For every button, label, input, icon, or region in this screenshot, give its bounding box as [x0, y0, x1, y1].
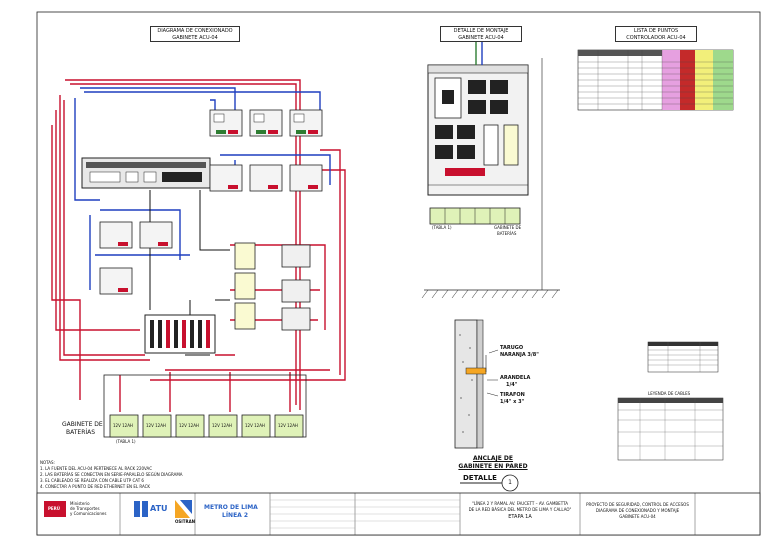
note-2: 2. LAS BATERÍAS SE CONECTAN EN SERIE-PAR… [40, 472, 183, 477]
wiring-diagram [51, 79, 346, 438]
project-line-3: ETAPA 1A [508, 514, 532, 520]
mount-battery-label: GABINETE DE [494, 225, 522, 230]
title-block [36, 492, 761, 536]
callout-tarugo: TARUGO [500, 345, 524, 351]
battery-unit-1: 12V 12AH [113, 423, 133, 428]
anchor-title: ANCLAJE DE [472, 455, 514, 462]
note-3: 3. EL CABLEADO SE REALIZA CON CABLE UTP … [40, 478, 144, 483]
ositran-logo: OSITRAN [175, 519, 196, 524]
ministry-line-2: de Transportes [70, 506, 100, 511]
note-4: 4. CONECTAR A PUNTO DE RED ETHERNET EN E… [40, 484, 151, 489]
callout-tarugo-2: NARANJA 3/8" [500, 352, 539, 358]
project-line-2: DE LA RED BÁSICA DEL METRO DE LIMA Y CAL… [468, 507, 572, 512]
terminal-block [144, 314, 216, 354]
detail-number: 1 [508, 479, 512, 486]
battery-cabinet-label: GABINETE DE [62, 421, 103, 428]
battery-unit-3: 12V 12AH [179, 423, 199, 428]
mounting-detail [421, 40, 560, 299]
points-title: LISTA DE PUNTOS [633, 28, 679, 34]
battery-row [109, 414, 304, 438]
drawing-line-1: PROYECTO DE SEGURIDAD, CONTROL DE ACCESO… [586, 502, 689, 507]
battery-unit-5: 12V 12AH [245, 423, 265, 428]
mount-note-ref: (TABLA 1) [432, 225, 452, 230]
ministry-line-1: Ministerio [70, 501, 90, 506]
cable-legend-table [617, 397, 724, 461]
mount-battery-label-2: BATERÍAS [497, 231, 517, 236]
battery-cabinet-outline [103, 374, 307, 438]
points-title-box: LISTA DE PUNTOS CONTROLADOR ACU-04 [615, 26, 697, 42]
battery-cabinet-label-2: BATERÍAS [66, 429, 96, 436]
io-modules-row-2 [209, 164, 323, 192]
wiring-subtitle: GABINETE ACU-04 [172, 35, 218, 41]
battery-unit-4: 12V 12AH [212, 423, 232, 428]
battery-note-ref: (TABLA 1) [116, 439, 136, 444]
anchor-detail [454, 319, 519, 492]
callout-arandela-2: 1/4" [506, 382, 518, 388]
drawing-line-3: GABINETE ACU-04 [619, 514, 656, 519]
drawing-line-2: DIAGRAMA DE CONEXIONADO Y MONTAJE [595, 508, 680, 513]
wiring-title: DIAGRAMA DE CONEXIONADO [157, 28, 233, 34]
anchor-title-2: GABINETE EN PARED [458, 463, 528, 470]
power-supplies [234, 242, 311, 331]
io-modules-row-1 [209, 109, 323, 137]
points-list-table [577, 49, 734, 111]
notes-title: NOTAS: [40, 460, 55, 465]
callout-arandela: ARANDELA [500, 375, 531, 381]
mount-title-box: DETALLE DE MONTAJE GABINETE ACU-04 [440, 26, 522, 42]
mount-subtitle: GABINETE ACU-04 [458, 35, 504, 41]
ministry-line-3: y Comunicaciones [70, 511, 107, 516]
project-line-1: "LÍNEA 2 Y RAMAL AV. FAUCETT – AV. GAMBE… [472, 501, 568, 506]
detail-word: DETALLE [463, 474, 497, 482]
battery-unit-6: 12V 12AH [278, 423, 298, 428]
atu-logo: ATU [150, 504, 168, 513]
metro-logo-2: LÍNEA 2 [222, 512, 249, 519]
battery-unit-2: 12V 12AH [146, 423, 166, 428]
note-1: 1. LA FUENTE DEL ACU-04 PERTENECE AL RAC… [40, 466, 152, 471]
cable-legend-title: LEYENDA DE CABLES [648, 391, 691, 396]
mount-title: DETALLE DE MONTAJE [453, 28, 509, 34]
points-subtitle: CONTROLADOR ACU-04 [626, 35, 686, 41]
cable-spec-table [647, 341, 719, 373]
wiring-title-box: DIAGRAMA DE CONEXIONADO GABINETE ACU-04 [150, 26, 240, 42]
acu-controller [81, 157, 211, 189]
logo-peru: PERÚ [48, 506, 60, 511]
callout-tirafon: TIRAFON [500, 392, 525, 398]
metro-logo-1: METRO DE LIMA [204, 504, 258, 511]
io-modules-row-3 [99, 221, 173, 295]
callout-tirafon-2: 1/4" x 3" [500, 399, 525, 405]
